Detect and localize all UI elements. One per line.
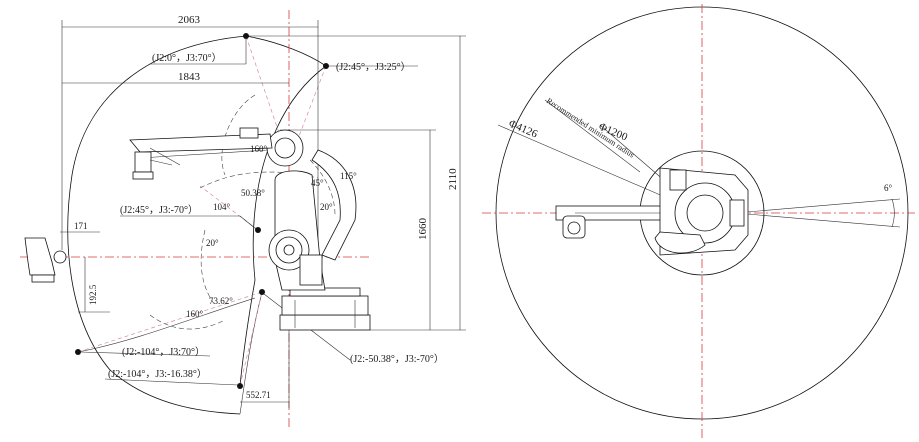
joint-j3-upper-inner (274, 137, 296, 159)
angle-50: 50.38° (241, 188, 265, 198)
end-effector-left-flange (31, 274, 55, 283)
angle-20-right: 20° (320, 202, 333, 212)
side-view: 2063 1843 2110 1660 171 192.5 552.71 (20, 10, 466, 430)
end-effector-top-joint (567, 221, 581, 235)
joint-j2-core (283, 244, 295, 256)
position-point (243, 33, 249, 39)
wrist-ray (734, 212, 901, 228)
position-label-4: (J2:-104°，J3:70°） (122, 346, 205, 358)
counterweight-top (654, 231, 706, 254)
angle-arc (200, 229, 216, 306)
angle-115: 115° (340, 171, 357, 181)
position-label-2: (J2:45°，J3:25°） (336, 61, 411, 73)
workspace-inner-lower (77, 297, 256, 353)
position-point (323, 63, 329, 69)
construction-line (77, 291, 263, 353)
upper-arm-link (149, 147, 181, 166)
angle-arc (149, 314, 226, 330)
leader-line (239, 215, 257, 230)
angle-45: 45° (311, 178, 324, 188)
position-label-1: (J2:0°，J3:70°） (152, 52, 222, 64)
wrist-angle-label: 6° (884, 183, 893, 193)
wrist-ray (734, 198, 901, 214)
leader-line (79, 351, 211, 357)
position-label-6: (J2:-50.38°，J3:-70°） (350, 353, 444, 365)
min-radius-leader (544, 99, 641, 173)
angle-160-top: 160° (250, 144, 268, 154)
parallel-link (311, 149, 357, 261)
end-effector-left (24, 237, 56, 276)
turntable-top-inner (686, 194, 724, 232)
dim-171: 171 (74, 221, 88, 231)
angle-arc (309, 159, 336, 216)
angle-73: 73.62° (209, 296, 233, 306)
angle-160-bottom: 160° (186, 309, 204, 319)
leader-line (104, 378, 239, 386)
upper-arm-link (139, 149, 269, 159)
top-view: Φ4126 Φ1200 Recommended minimum radius 6… (482, 4, 915, 438)
angle-arc (221, 94, 256, 176)
end-effector-upper (134, 151, 152, 173)
angle-20-left: 20° (206, 238, 219, 248)
position-label-3: (J2:45°，J3:-70°） (120, 204, 198, 216)
dim-2110: 2110 (447, 168, 459, 190)
construction-line (239, 291, 263, 387)
end-effector-left-joint (53, 250, 67, 264)
mount-block (669, 169, 687, 191)
end-effector-flange (132, 171, 154, 180)
wrist-detail (149, 159, 173, 166)
workspace-envelope-outer (67, 35, 247, 415)
position-point (237, 383, 243, 389)
workspace-inner-arc (239, 65, 327, 387)
position-point (255, 227, 261, 233)
robot-base-plate (279, 314, 371, 331)
dim-192-5: 192.5 (88, 284, 98, 305)
workspace-envelope-right (245, 35, 327, 67)
wrist-arc (891, 198, 895, 228)
position-point (259, 289, 265, 295)
dim-2063: 2063 (178, 14, 201, 26)
min-radius-label: Recommended minimum radius (545, 96, 636, 159)
construction-line (245, 35, 290, 163)
arm-bracket (239, 127, 259, 139)
upper-arm (129, 133, 273, 153)
motor-housing (299, 254, 323, 286)
dim-1660: 1660 (417, 218, 429, 241)
angle-104: 104° (213, 202, 231, 212)
dim-552-71: 552.71 (246, 390, 271, 400)
position-point (75, 349, 81, 355)
mount-block (729, 199, 745, 227)
position-label-5: (J2:-104°，J3:-16.38°） (108, 368, 207, 380)
outer-diameter-label: Φ4126 (507, 118, 540, 141)
dim-1843: 1843 (178, 71, 201, 83)
construction-line (199, 185, 259, 231)
